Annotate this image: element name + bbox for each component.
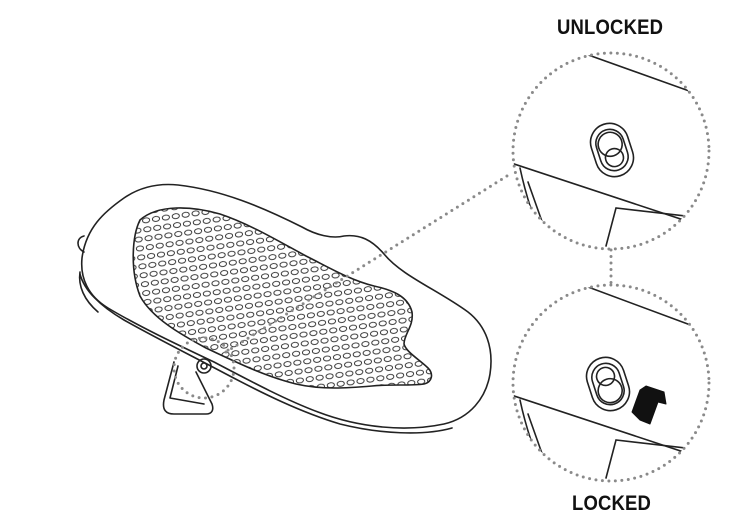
seat-lower-edge: [78, 271, 99, 313]
seat-outer-rim: [80, 183, 492, 429]
seat-inner-rim: [79, 273, 453, 434]
keyhole-slot-icon: [589, 122, 635, 178]
locked-detail: [511, 283, 711, 483]
seat-leg: [162, 361, 214, 415]
seat-left-knob: [77, 235, 85, 253]
unlocked-label: UNLOCKED: [557, 16, 664, 39]
up-arrow-icon: [631, 385, 667, 425]
bath-seat: [77, 183, 492, 434]
locked-label: LOCKED: [572, 492, 652, 515]
unlocked-ring: [511, 51, 711, 251]
unlocked-detail: [511, 51, 711, 251]
hinge-pin: [196, 358, 212, 374]
seat-mat-perforations: [133, 207, 432, 388]
keyhole-slot-icon: [585, 356, 631, 412]
locked-ring: [511, 283, 711, 483]
hinge-callout-ring: [172, 336, 236, 400]
